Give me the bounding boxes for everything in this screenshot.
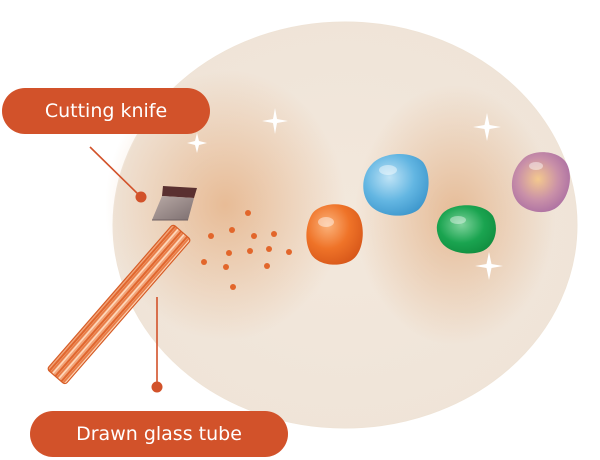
glass-droplets xyxy=(201,210,292,290)
cutting-knife-label-text: Cutting knife xyxy=(44,99,168,122)
cutting-knife-icon xyxy=(152,186,197,221)
cutting-knife-label: Cutting knife xyxy=(2,88,210,134)
glass-bead-icon xyxy=(511,152,570,213)
leader-line-knife xyxy=(89,146,147,203)
drawn-glass-tube-label: Drawn glass tube xyxy=(30,411,288,457)
glass-tube-icon xyxy=(47,224,191,385)
drawn-glass-tube-label-text: Drawn glass tube xyxy=(76,422,242,445)
leader-line-tube xyxy=(151,297,163,393)
sparkle-icon xyxy=(187,108,503,280)
glass-bead-icon xyxy=(363,153,429,216)
glass-bead-icon xyxy=(306,204,363,265)
glass-bead-icon xyxy=(436,205,496,254)
